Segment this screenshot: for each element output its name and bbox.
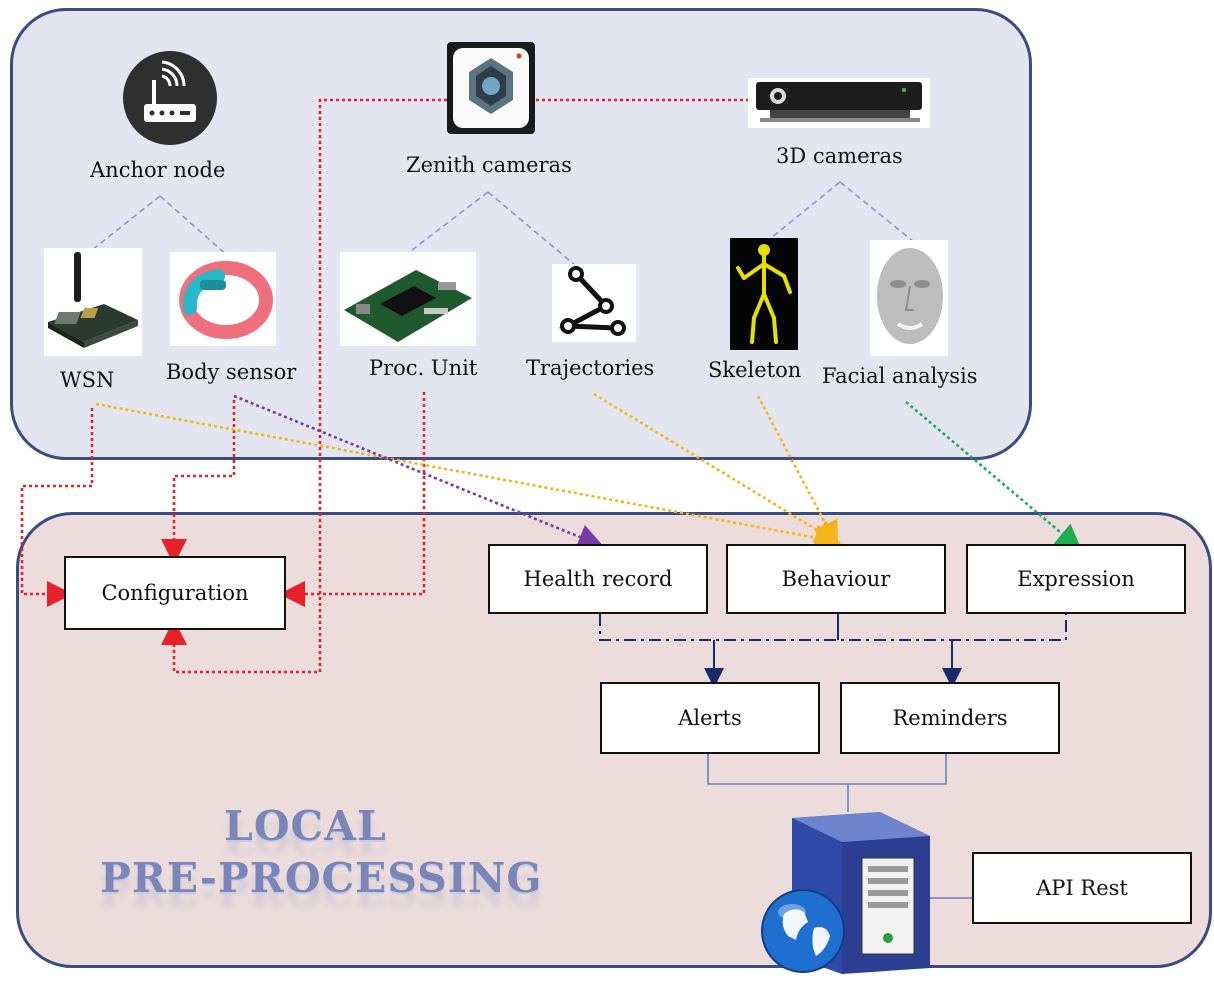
router-icon <box>123 51 217 145</box>
proc-unit-label: Proc. Unit <box>369 356 478 380</box>
wsn-board-icon <box>44 248 142 356</box>
zenith-cameras-label: Zenith cameras <box>406 153 572 177</box>
configuration-box: Configuration <box>64 556 286 630</box>
trajectories-label: Trajectories <box>526 356 655 380</box>
wristband-icon <box>170 252 276 346</box>
health-record-box: Health record <box>488 544 708 614</box>
preprocessing-title: PRE-PROCESSING <box>100 854 543 902</box>
expression-box: Expression <box>966 544 1186 614</box>
behaviour-box: Behaviour <box>726 544 946 614</box>
wsn-label: WSN <box>60 368 115 392</box>
alerts-box: Alerts <box>600 682 820 754</box>
local-title: LOCAL <box>224 802 387 850</box>
skeleton-icon <box>730 238 798 350</box>
body-sensor-label: Body sensor <box>166 360 297 384</box>
fpga-board-icon <box>340 252 476 346</box>
facial-analysis-label: Facial analysis <box>822 364 978 388</box>
face-mesh-icon <box>870 240 948 356</box>
globe-icon <box>761 889 845 973</box>
anchor-node-label: Anchor node <box>90 158 226 182</box>
3d-cameras-label: 3D cameras <box>776 144 903 168</box>
camera-icon <box>447 42 535 134</box>
skeleton-label: Skeleton <box>708 358 802 382</box>
hierarchy-links <box>91 181 915 267</box>
reminders-box: Reminders <box>840 682 1060 754</box>
kinect-icon <box>748 78 930 128</box>
trajectory-icon <box>552 264 636 342</box>
api-rest-box: API Rest <box>972 852 1192 924</box>
